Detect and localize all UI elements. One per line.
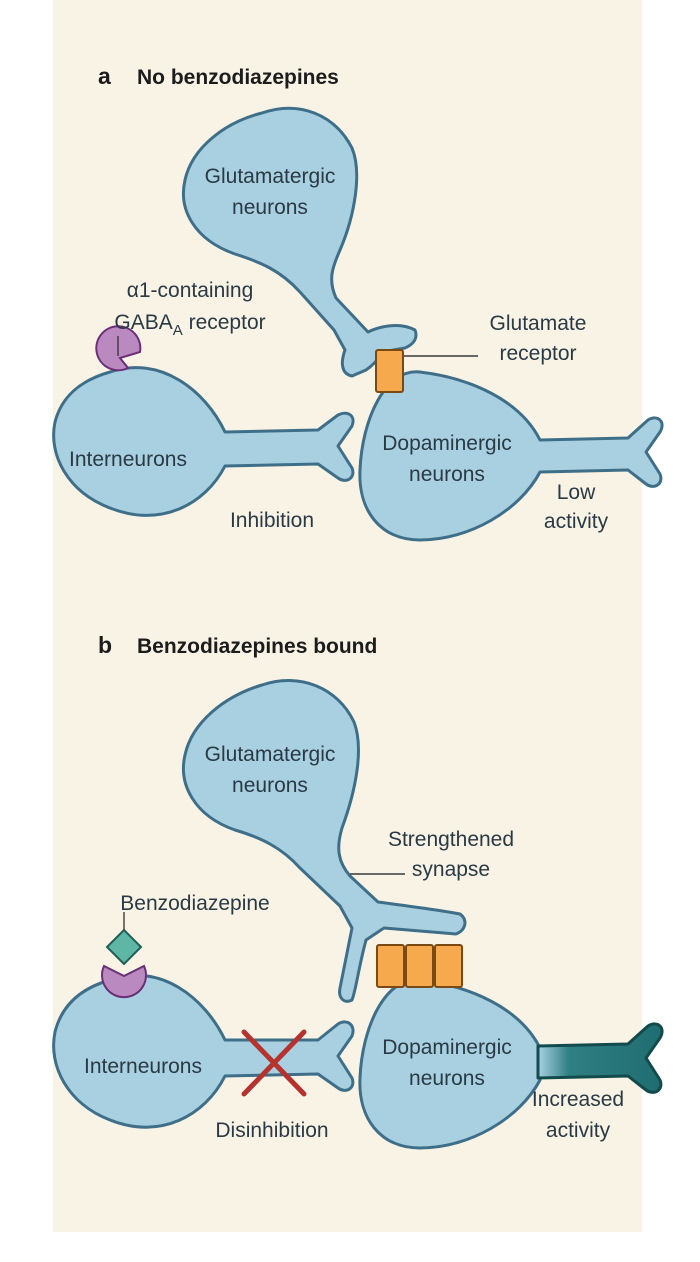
dopaminergic-label-b2: neurons (409, 1067, 485, 1090)
inhibition-cross-b (241, 1029, 307, 1097)
gaba-label-a1: α1-containing (127, 279, 254, 302)
gaba-label-a2-sub: A (173, 322, 183, 339)
interneurons-label-a: Interneurons (69, 448, 187, 471)
gaba-label-a2: GABAA receptor (114, 311, 265, 339)
glutamate-receptor-label-a1: Glutamate (490, 312, 587, 335)
panel-b-title: Benzodiazepines bound (137, 635, 377, 658)
glutamate-receptor-b1 (376, 944, 405, 988)
panel-a: a No benzodiazepines Glutamatergic neuro… (52, 63, 664, 542)
activity-label-a2: activity (544, 510, 609, 533)
gaba-receptor-b (101, 964, 147, 999)
benzodiazepine-molecule (105, 928, 143, 966)
panel-b-letter: b (98, 632, 112, 658)
activity-label-b2: activity (546, 1119, 611, 1142)
increased-activity-axon (536, 1022, 664, 1094)
interneuron-a (52, 366, 355, 517)
panel-b: b Benzodiazepines bound Glutamatergic ne… (52, 632, 664, 1150)
interneuron-b (52, 973, 355, 1129)
interneurons-label-b: Interneurons (84, 1055, 202, 1078)
glutamatergic-label-b1: Glutamatergic (205, 743, 336, 766)
glutamatergic-neuron-b (182, 679, 467, 1003)
disinhibition-label: Disinhibition (215, 1119, 328, 1142)
benzodiazepine-label: Benzodiazepine (120, 892, 269, 915)
glutamate-receptor-label-a2: receptor (499, 342, 576, 365)
glutamate-receptor-a (375, 349, 404, 393)
panel-a-title: No benzodiazepines (137, 66, 339, 89)
gaba-label-a2-base: GABA (114, 311, 172, 334)
dopaminergic-neuron-a (358, 370, 664, 542)
gaba-label-a2-rest: receptor (183, 311, 266, 334)
strengthened-label-2: synapse (412, 858, 490, 881)
glutamate-receptor-b2 (405, 944, 434, 988)
strengthened-label-1: Strengthened (388, 828, 514, 851)
inhibition-label: Inhibition (230, 509, 314, 532)
glutamatergic-label-b2: neurons (232, 774, 308, 797)
glutamatergic-label-a1: Glutamatergic (205, 165, 336, 188)
dopaminergic-neuron-b (358, 978, 542, 1150)
activity-label-a1: Low (557, 481, 596, 504)
dopaminergic-label-a1: Dopaminergic (382, 432, 512, 455)
dopaminergic-label-a2: neurons (409, 463, 485, 486)
dopaminergic-label-b1: Dopaminergic (382, 1036, 512, 1059)
panel-a-letter: a (98, 63, 111, 89)
activity-label-b1: Increased (532, 1088, 624, 1111)
glutamatergic-label-a2: neurons (232, 196, 308, 219)
glutamate-receptor-b3 (434, 944, 463, 988)
